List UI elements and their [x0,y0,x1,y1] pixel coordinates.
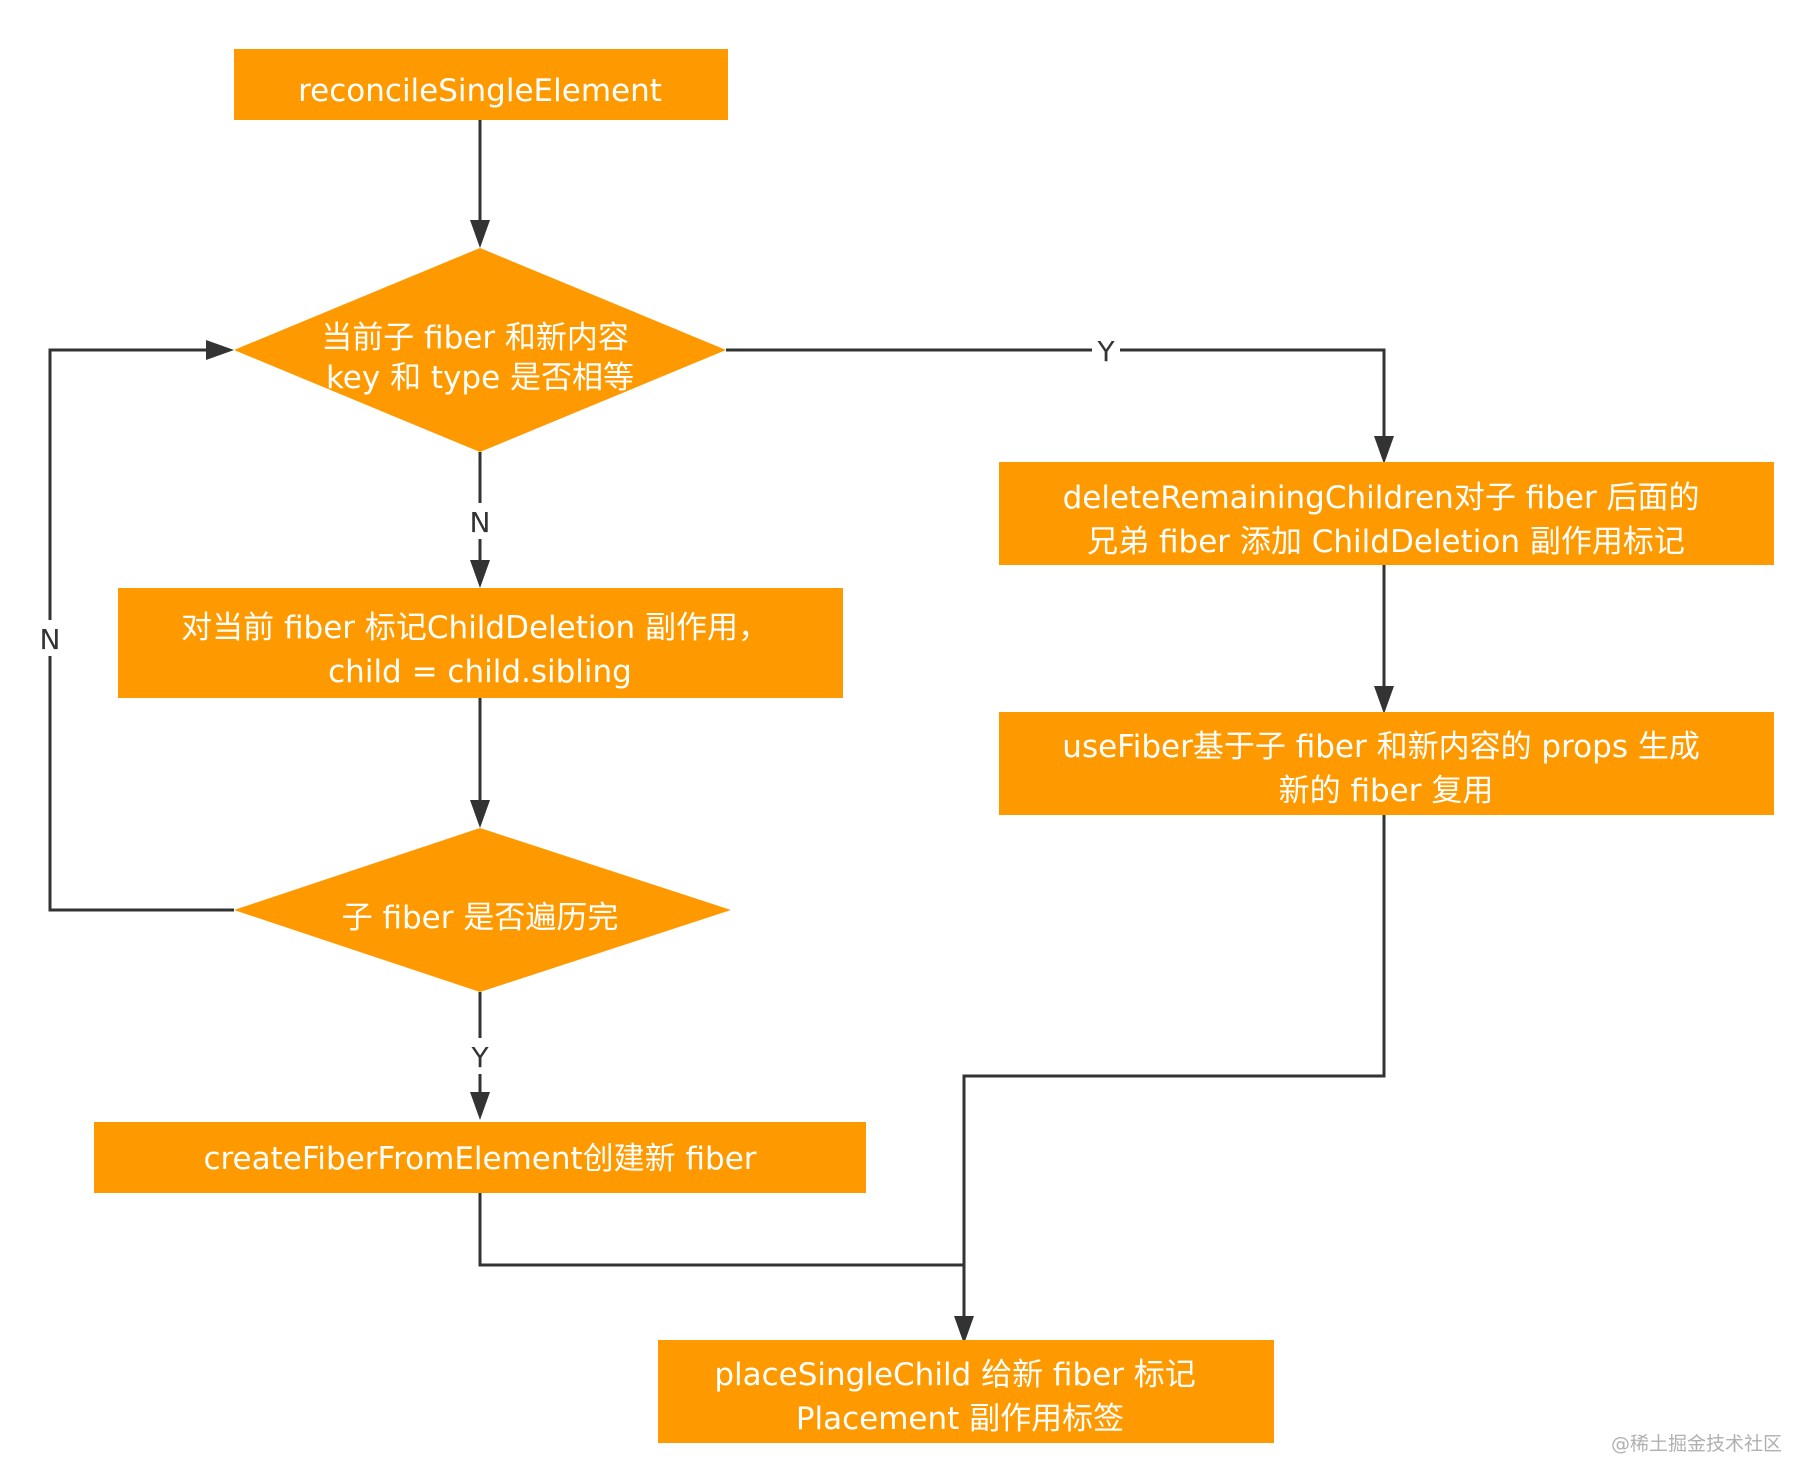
edge-key-decision-yes [726,348,1386,440]
edge-usefiber-to-place [962,815,1386,1320]
nodes [94,49,1774,1443]
delete-remaining-label: deleteRemainingChildren对子 fiber 后面的 兄弟 f… [1063,480,1710,560]
traversed-decision-line: 子 fiber 是否遍历完 [342,900,619,936]
node-labels: reconcileSingleElement 当前子 fiber 和新内容 ke… [181,73,1710,1437]
arrow-head [470,560,490,588]
place-child-label: placeSingleChild 给新 fiber 标记 Placement 副… [714,1357,1205,1437]
edge-label-key-type-no: N [470,506,491,539]
use-fiber-line-2: 新的 fiber 复用 [1279,773,1494,809]
create-fiber-label: createFiberFromElement创建新 fiber [203,1141,756,1177]
use-fiber-label: useFiber基于子 fiber 和新内容的 props 生成 新的 fibe… [1062,729,1709,809]
edge-labels: N Y N Y [36,332,1120,1074]
key-type-decision-label: 当前子 fiber 和新内容 key 和 type 是否相等 [321,320,639,396]
arrow-head [470,800,490,828]
label-backing [36,620,64,656]
watermark: @稀土掘金技术社区 [1611,1433,1782,1455]
traversed-decision-label: 子 fiber 是否遍历完 [342,900,619,936]
place-child-line-1: placeSingleChild 给新 fiber 标记 [714,1357,1195,1393]
label-backing [1092,332,1120,368]
label-backing [466,1038,494,1074]
arrow-head [1374,436,1394,464]
node-delete-remaining-children [999,462,1774,565]
use-fiber-line-1: useFiber基于子 fiber 和新内容的 props 生成 [1062,729,1700,765]
mark-deletion-line-2: child = child.sibling [328,654,632,690]
node-create-fiber-from-element [94,1122,866,1193]
arrow-head [1374,686,1394,714]
label-backing [466,503,494,539]
arrow-head [954,1316,974,1344]
arrow-head [206,340,234,360]
place-child-line-2: Placement 副作用标签 [796,1401,1124,1437]
key-type-decision-line-1: 当前子 fiber 和新内容 [321,320,629,356]
delete-remaining-line-2: 兄弟 fiber 添加 ChildDeletion 副作用标记 [1087,524,1685,560]
edge-label-traversed-yes: Y [470,1041,489,1074]
node-key-type-decision [234,248,726,452]
node-place-single-child [658,1340,1274,1443]
node-use-fiber [999,712,1774,815]
edge-create-to-place [478,1193,964,1267]
edge-label-traversed-no: N [40,623,61,656]
mark-deletion-label: 对当前 fiber 标记ChildDeletion 副作用， child = c… [181,610,779,690]
mark-deletion-line-1: 对当前 fiber 标记ChildDeletion 副作用， [181,610,769,646]
node-mark-child-deletion [118,588,843,698]
edge-label-key-type-yes: Y [1096,335,1115,368]
arrow-head [470,220,490,248]
arrow-head [470,1092,490,1120]
delete-remaining-line-1: deleteRemainingChildren对子 fiber 后面的 [1063,480,1700,516]
node-reconcile-single-element [234,49,728,120]
key-type-decision-line-2: key 和 type 是否相等 [326,360,634,396]
create-fiber-line: createFiberFromElement创建新 fiber [203,1141,756,1177]
start-label-line: reconcileSingleElement [298,73,662,109]
start-label: reconcileSingleElement [298,73,662,109]
node-traversed-decision [234,828,731,992]
